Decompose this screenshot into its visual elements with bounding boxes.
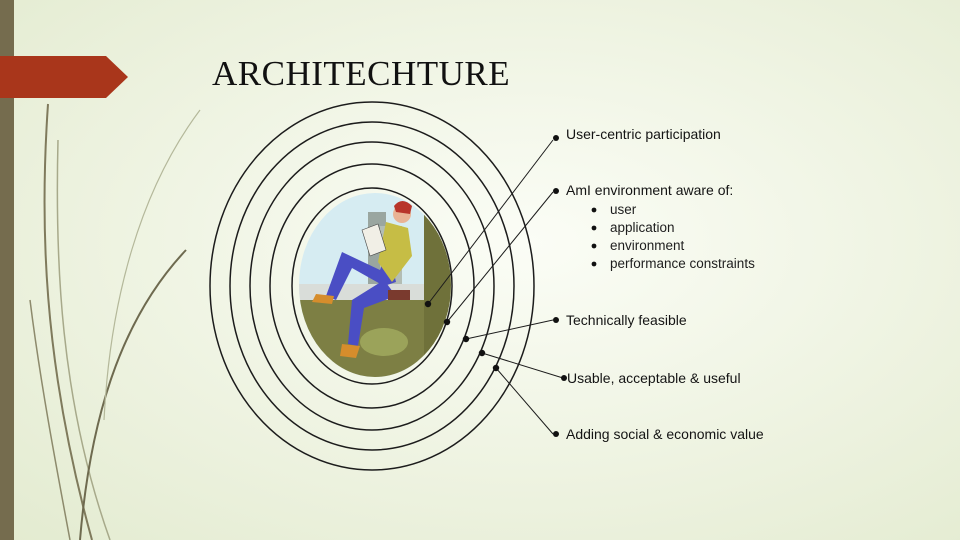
person-reading-illustration (299, 193, 451, 377)
sub-bullet-2 (591, 225, 597, 231)
label-bullet-3 (553, 317, 559, 323)
label-bullet-2 (553, 188, 559, 194)
title-arrow-shape (0, 56, 128, 98)
ring-1 (291, 187, 453, 385)
left-accent-bar (0, 0, 14, 540)
ring-dot-3 (462, 335, 470, 343)
ring-4 (229, 121, 515, 451)
label-user-centric: User-centric participation (566, 126, 721, 142)
ring-dot-2 (443, 318, 451, 326)
label-technically-feasible: Technically feasible (566, 312, 687, 328)
leader-line-5 (495, 367, 554, 435)
label-bullet-5 (553, 431, 559, 437)
aware-item-performance: performance constraints (610, 256, 755, 271)
label-ami-environment: AmI environment aware of: (566, 182, 734, 198)
decorative-strokes (29, 103, 201, 540)
aware-item-application: application (610, 220, 675, 235)
ring-5 (209, 101, 535, 471)
leader-line-1 (427, 139, 554, 305)
leader-line-3 (465, 319, 554, 340)
leader-line-2 (446, 191, 554, 323)
ring-dot-1 (424, 300, 432, 308)
aware-item-user: user (610, 202, 637, 217)
label-social-economic: Adding social & economic value (566, 426, 764, 442)
leader-line-4 (481, 352, 564, 379)
label-bullet-4 (561, 375, 567, 381)
label-usable-acceptable: Usable, acceptable & useful (567, 370, 741, 386)
sub-bullet-4 (591, 261, 597, 267)
label-bullet-1 (553, 135, 559, 141)
sub-bullet-3 (591, 243, 597, 249)
aware-item-environment: environment (610, 238, 685, 253)
slide-title: ARCHITECHTURE (212, 54, 511, 93)
ring-3 (249, 141, 495, 431)
ring-2 (269, 163, 475, 409)
ring-dot-4 (478, 349, 486, 357)
ring-dot-5 (492, 364, 500, 372)
sub-bullet-1 (591, 207, 597, 213)
